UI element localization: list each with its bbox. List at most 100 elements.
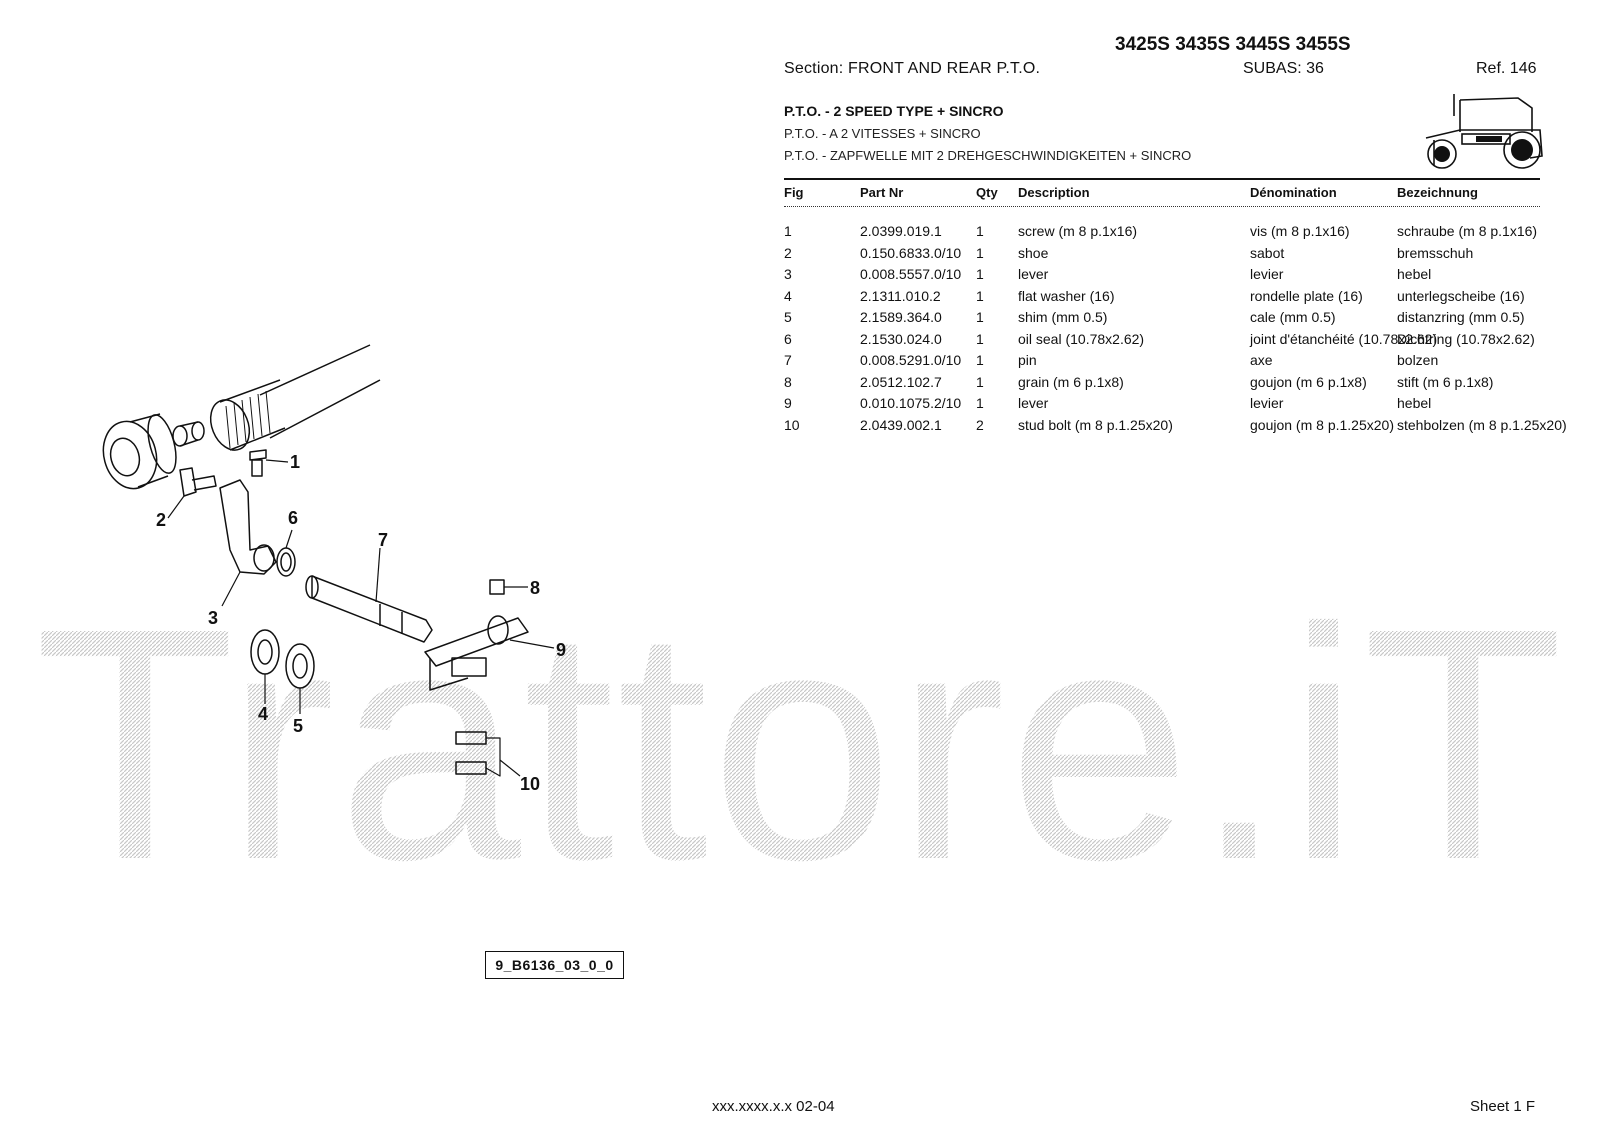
table-row: 1 2.0399.019.1 1 screw (m 8 p.1x16) vis … — [0, 223, 1600, 244]
callout-5: 5 — [293, 716, 303, 736]
cell-description: pin — [1018, 352, 1037, 368]
cell-denomination: sabot — [1250, 245, 1285, 261]
callout-10: 10 — [520, 774, 540, 794]
cell-qty: 1 — [976, 374, 984, 390]
title-french: P.T.O. - A 2 VITESSES + SINCRO — [784, 126, 981, 141]
callout-8: 8 — [530, 578, 540, 598]
cell-description: grain (m 6 p.1x8) — [1018, 374, 1124, 390]
cell-denomination: rondelle plate (16) — [1250, 288, 1363, 304]
cell-qty: 2 — [976, 417, 984, 433]
cell-part: 0.008.5291.0/10 — [860, 352, 962, 368]
cell-part: 0.010.1075.2/10 — [860, 395, 962, 411]
cell-description: shim (mm 0.5) — [1018, 309, 1108, 325]
cell-denomination: goujon (m 8 p.1.25x20) — [1250, 417, 1394, 433]
cell-part: 0.008.5557.0/10 — [860, 266, 962, 282]
cell-bezeichnung: stehbolzen (m 8 p.1.25x20) — [1397, 417, 1567, 433]
callout-2: 2 — [156, 510, 166, 530]
col-header-description: Description — [1018, 185, 1090, 200]
table-row: 5 2.1589.364.0 1 shim (mm 0.5) cale (mm … — [0, 309, 1600, 330]
cell-description: lever — [1018, 266, 1049, 282]
cell-bezeichnung: hebel — [1397, 266, 1432, 282]
callout-9: 9 — [556, 640, 566, 660]
cell-qty: 1 — [976, 395, 984, 411]
cell-part: 2.1311.010.2 — [860, 288, 941, 304]
cell-part: 2.0399.019.1 — [860, 223, 942, 239]
col-header-qty: Qty — [976, 185, 998, 200]
drawing-code-box: 9_B6136_03_0_0 — [485, 951, 624, 979]
cell-part: 2.1530.024.0 — [860, 331, 942, 347]
cell-denomination: vis (m 8 p.1x16) — [1250, 223, 1350, 239]
section-label: Section: FRONT AND REAR P.T.O. — [784, 60, 1041, 77]
cell-qty: 1 — [976, 331, 984, 347]
table-top-rule — [784, 178, 1540, 180]
tractor-location-icon — [1425, 94, 1543, 169]
table-row: 3 0.008.5557.0/10 1 lever levier hebel — [0, 266, 1600, 287]
callout-4: 4 — [258, 704, 268, 724]
cell-qty: 1 — [976, 288, 984, 304]
sheet-label: Sheet 1 F — [1470, 1098, 1536, 1115]
subas-label: SUBAS: 36 — [1243, 60, 1324, 77]
callout-6: 6 — [288, 508, 298, 528]
table-row: 8 2.0512.102.7 1 grain (m 6 p.1x8) goujo… — [0, 374, 1600, 395]
cell-fig: 10 — [784, 417, 800, 433]
title-german: P.T.O. - ZAPFWELLE MIT 2 DREHGESCHWINDIG… — [784, 148, 1192, 163]
cell-qty: 1 — [976, 223, 984, 239]
callout-1: 1 — [290, 452, 300, 472]
cell-bezeichnung: bolzen — [1397, 352, 1439, 368]
cell-bezeichnung: stift (m 6 p.1x8) — [1397, 374, 1494, 390]
table-row: 2 0.150.6833.0/10 1 shoe sabot bremsschu… — [0, 245, 1600, 266]
cell-fig: 4 — [784, 288, 792, 304]
watermark-text: Trattore.iT — [34, 559, 1566, 928]
cell-fig: 6 — [784, 331, 792, 347]
exploded-parts-drawing: 1 2 3 4 5 6 7 8 9 10 — [102, 344, 566, 794]
table-row: 10 2.0439.002.1 2 stud bolt (m 8 p.1.25x… — [0, 417, 1600, 438]
cell-fig: 3 — [784, 266, 792, 282]
col-header-bezeichnung: Bezeichnung — [1397, 185, 1478, 200]
footer-code: xxx.xxxx.x.x 02-04 — [712, 1098, 835, 1115]
cell-bezeichnung: bremsschuh — [1397, 245, 1474, 261]
cell-bezeichnung: unterlegscheibe (16) — [1397, 288, 1525, 304]
col-header-fig: Fig — [784, 185, 804, 200]
cell-part: 2.0439.002.1 — [860, 417, 942, 433]
cell-part: 2.1589.364.0 — [860, 309, 942, 325]
cell-fig: 1 — [784, 223, 792, 239]
cell-denomination: levier — [1250, 395, 1284, 411]
cell-bezeichnung: distanzring (mm 0.5) — [1397, 309, 1525, 325]
cell-qty: 1 — [976, 352, 984, 368]
cell-denomination: joint d'étanchéité (10.78x2.62) — [1250, 331, 1438, 347]
cell-qty: 1 — [976, 266, 984, 282]
cell-description: stud bolt (m 8 p.1.25x20) — [1018, 417, 1173, 433]
cell-fig: 5 — [784, 309, 792, 325]
title-english: P.T.O. - 2 SPEED TYPE + SINCRO — [784, 103, 1004, 119]
cell-denomination: goujon (m 6 p.1x8) — [1250, 374, 1367, 390]
watermark: Trattore.iT — [34, 559, 1564, 928]
cell-description: flat washer (16) — [1018, 288, 1115, 304]
col-header-denomination: Dénomination — [1250, 185, 1337, 200]
cell-fig: 7 — [784, 352, 792, 368]
table-header-rule — [784, 206, 1540, 207]
cell-part: 0.150.6833.0/10 — [860, 245, 962, 261]
cell-description: oil seal (10.78x2.62) — [1018, 331, 1145, 347]
cell-fig: 8 — [784, 374, 792, 390]
cell-qty: 1 — [976, 309, 984, 325]
cell-bezeichnung: schraube (m 8 p.1x16) — [1397, 223, 1538, 239]
table-row: 9 0.010.1075.2/10 1 lever levier hebel — [0, 395, 1600, 416]
col-header-part: Part Nr — [860, 185, 904, 200]
ref-label: Ref. 146 — [1476, 60, 1537, 77]
cell-denomination: axe — [1250, 352, 1273, 368]
table-row: 7 0.008.5291.0/10 1 pin axe bolzen — [0, 352, 1600, 373]
cell-bezeichnung: hebel — [1397, 395, 1432, 411]
cell-part: 2.0512.102.7 — [860, 374, 942, 390]
model-list: 3425S 3435S 3445S 3455S — [1115, 34, 1351, 55]
cell-qty: 1 — [976, 245, 984, 261]
table-row: 6 2.1530.024.0 1 oil seal (10.78x2.62) j… — [0, 331, 1600, 352]
cell-description: screw (m 8 p.1x16) — [1018, 223, 1138, 239]
callout-3: 3 — [208, 608, 218, 628]
cell-fig: 9 — [784, 395, 792, 411]
cell-description: shoe — [1018, 245, 1049, 261]
callout-7: 7 — [378, 530, 388, 550]
table-row: 4 2.1311.010.2 1 flat washer (16) rondel… — [0, 288, 1600, 309]
cell-denomination: levier — [1250, 266, 1284, 282]
cell-bezeichnung: Dichtring (10.78x2.62) — [1397, 331, 1535, 347]
cell-description: lever — [1018, 395, 1049, 411]
